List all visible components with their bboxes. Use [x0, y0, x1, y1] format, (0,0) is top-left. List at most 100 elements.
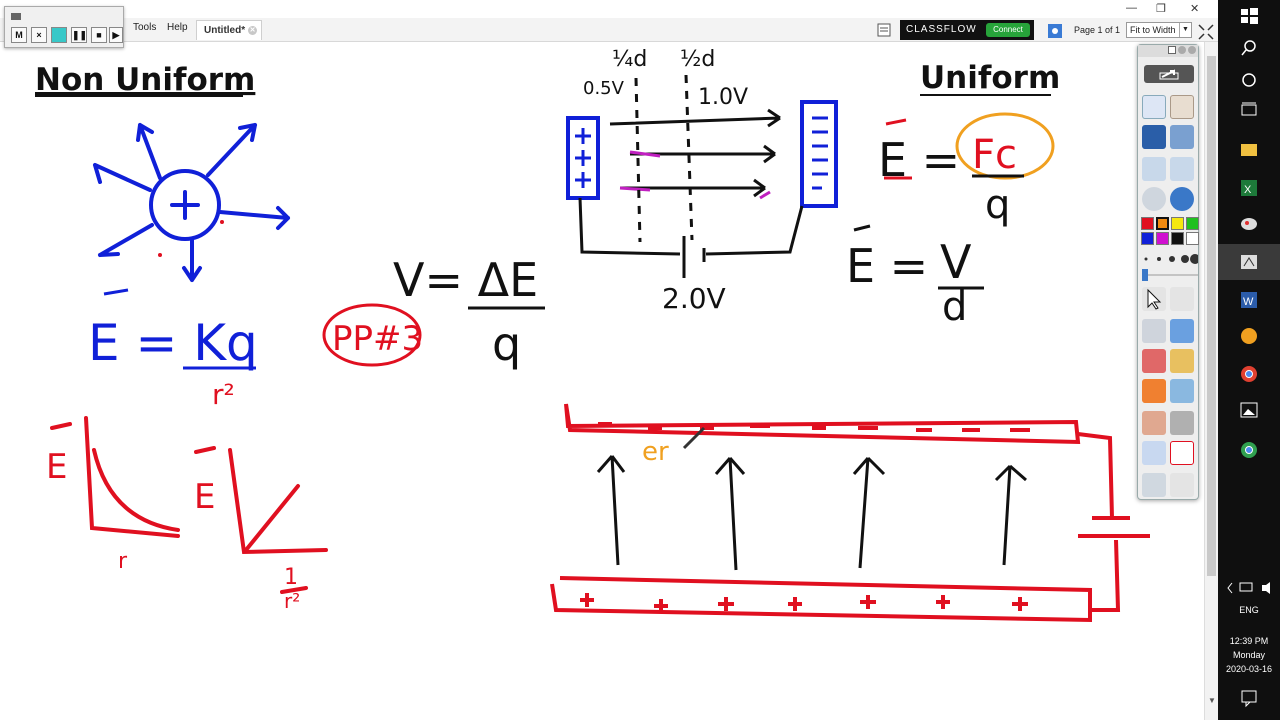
pen-icon[interactable] [1142, 319, 1166, 343]
word-icon[interactable]: W [1239, 290, 1259, 310]
eq-d: d [942, 284, 967, 330]
back-arrow-icon[interactable] [1142, 157, 1166, 181]
redo-icon[interactable] [1170, 473, 1194, 497]
page-indicator: Page 1 of 1 [1074, 25, 1120, 35]
text-tool-icon[interactable] [1142, 411, 1166, 435]
close-icon[interactable]: ✕ [1190, 2, 1199, 15]
pen-mode-icon[interactable] [1142, 125, 1166, 149]
task-view-icon[interactable] [1239, 100, 1259, 120]
color-red-swatch[interactable] [1141, 217, 1154, 230]
excel-icon[interactable]: X [1239, 178, 1259, 198]
eraser-icon[interactable] [1142, 349, 1166, 373]
eq-fc: Fc [972, 132, 1017, 178]
menu-help[interactable]: Help [167, 22, 188, 33]
paint-icon[interactable] [1239, 214, 1259, 234]
page-view-icon[interactable] [877, 23, 891, 37]
ink-drawing: Non Uniform Uniform [0, 43, 1204, 720]
color-magenta-swatch[interactable] [1156, 232, 1169, 245]
menubar: Tools Help Untitled* ✕ [0, 18, 1218, 42]
label-quarter-d: ¼d [612, 47, 647, 72]
search-icon[interactable] [1239, 38, 1259, 58]
document-tab[interactable]: Untitled* ✕ [196, 20, 262, 40]
play-icon[interactable] [1142, 187, 1166, 211]
graph-x1: r [118, 549, 128, 574]
clock-time[interactable]: 12:39 PM [1218, 636, 1280, 646]
network-icon[interactable] [1048, 24, 1062, 38]
notification-icon[interactable] [1239, 688, 1259, 708]
tools-icon[interactable] [1170, 125, 1194, 149]
palette-window-icon[interactable] [1168, 46, 1176, 54]
system-tray-icons[interactable] [1226, 580, 1276, 596]
clock-day[interactable]: Monday [1218, 650, 1280, 660]
palette-settings-icon[interactable] [1178, 46, 1186, 54]
photos-icon[interactable] [1239, 400, 1259, 420]
recorder-webcam-button[interactable] [51, 27, 67, 43]
graph-x2-bot: r² [284, 589, 300, 613]
classflow-bar: CLASSFLOW Connect [900, 20, 1034, 40]
graph-e1: E [46, 447, 67, 487]
svg-text:X: X [1244, 184, 1252, 196]
fill-icon[interactable] [1170, 349, 1194, 373]
window-title-bar: — ❐ ✕ [0, 0, 1218, 18]
graph-x2-top: 1 [284, 565, 298, 590]
recorder-play-button[interactable]: ▶ [109, 27, 123, 43]
input-language[interactable]: ENG [1218, 605, 1280, 615]
undo-icon[interactable] [1142, 473, 1166, 497]
minimize-icon[interactable]: — [1126, 2, 1137, 14]
file-explorer-icon[interactable] [1239, 140, 1259, 160]
highlighter-icon[interactable] [1170, 319, 1194, 343]
eq-fc-q: q [985, 182, 1010, 228]
flask-icon[interactable] [1142, 441, 1166, 465]
recorder-m-button[interactable]: M [11, 27, 27, 43]
eq-v: V [940, 235, 972, 289]
svg-text:W: W [1243, 296, 1254, 308]
color-orange-swatch[interactable] [1156, 217, 1169, 230]
share-button[interactable] [1144, 65, 1194, 83]
scrollbar-thumb[interactable] [1207, 56, 1216, 576]
orange-app-icon[interactable] [1239, 326, 1259, 346]
chrome-icon-2[interactable] [1239, 440, 1259, 460]
tool-palette [1137, 44, 1199, 500]
whiteboard-canvas[interactable]: Non Uniform Uniform [0, 43, 1218, 720]
forward-arrow-icon[interactable] [1170, 157, 1194, 181]
connector-icon[interactable] [1170, 379, 1194, 403]
recorder-close-button[interactable]: × [31, 27, 47, 43]
color-white-swatch[interactable] [1186, 232, 1199, 245]
left-heading: Non Uniform [35, 62, 255, 98]
palette-close-icon[interactable] [1188, 46, 1196, 54]
user-tool-icon[interactable] [1170, 95, 1194, 119]
cortana-icon[interactable] [1239, 70, 1259, 90]
color-blue-swatch[interactable] [1141, 232, 1154, 245]
windows-start-icon[interactable] [1239, 6, 1259, 26]
zoom-select[interactable]: Fit to Width ▼ [1126, 22, 1192, 38]
windows-taskbar: X W ENG 12:39 PM Monday 2020-03-16 [1218, 0, 1280, 720]
recorder-pause-button[interactable]: ❚❚ [71, 27, 87, 43]
fullscreen-icon[interactable] [1198, 24, 1214, 40]
label-0-5v: 0.5V [583, 78, 625, 99]
connect-button[interactable]: Connect [986, 23, 1030, 37]
eq-e-kq: E = Kq [88, 314, 258, 372]
document-tab-label: Untitled* [204, 25, 245, 36]
page-tool-icon[interactable] [1142, 95, 1166, 119]
globe-icon[interactable] [1170, 187, 1194, 211]
select-pointer-icon[interactable] [1142, 287, 1166, 311]
restore-icon[interactable]: ❐ [1156, 2, 1166, 15]
vertical-scrollbar[interactable]: ▼ [1204, 42, 1218, 720]
clock-date[interactable]: 2020-03-16 [1218, 664, 1280, 674]
color-yellow-swatch[interactable] [1171, 217, 1184, 230]
tab-close-icon[interactable]: ✕ [248, 26, 257, 35]
menu-tools[interactable]: Tools [133, 22, 156, 33]
color-green-swatch[interactable] [1186, 217, 1199, 230]
color-black-swatch[interactable] [1171, 232, 1184, 245]
classflow-app-icon[interactable] [1239, 252, 1259, 272]
wrench-icon[interactable] [1170, 287, 1194, 311]
shapes-icon[interactable] [1142, 379, 1166, 403]
media-icon[interactable] [1170, 411, 1194, 435]
recorder-logo-icon [11, 11, 23, 21]
scroll-down-icon[interactable]: ▼ [1208, 696, 1216, 705]
reset-icon[interactable] [1170, 441, 1194, 465]
stroke-width-picker[interactable] [1142, 251, 1198, 281]
recorder-stop-button[interactable]: ■ [91, 27, 107, 43]
chrome-icon[interactable] [1239, 364, 1259, 384]
